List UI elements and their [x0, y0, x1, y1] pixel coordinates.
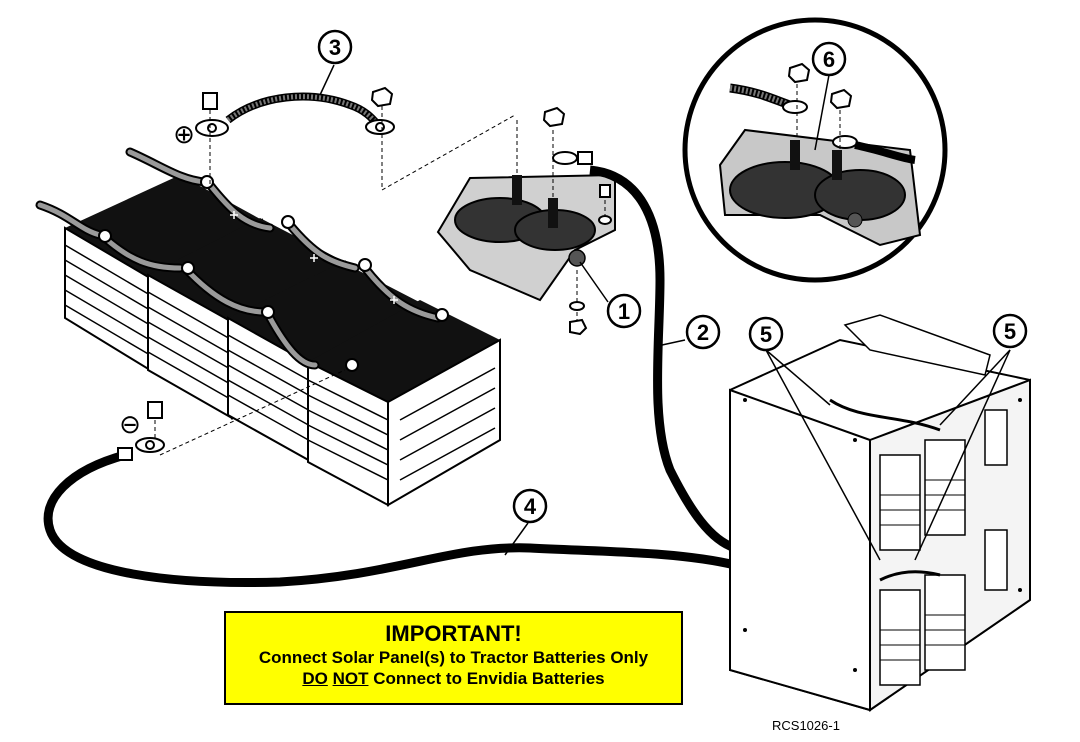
- callout-5-left: 5: [748, 316, 784, 352]
- important-line-1: Connect Solar Panel(s) to Tractor Batter…: [258, 648, 649, 667]
- battery-4: [307, 300, 501, 507]
- figure-id: RCS1026-1: [772, 718, 840, 733]
- callout-1-label: 1: [618, 299, 630, 324]
- negative-lead-cable: [43, 369, 737, 587]
- callout-3: 3: [317, 29, 353, 65]
- important-line-2-rest: Connect to Envidia Batteries: [373, 669, 605, 688]
- callout-2-label: 2: [697, 320, 709, 345]
- callout-3-label: 3: [329, 35, 341, 60]
- negative-symbol: ⊖: [119, 410, 141, 440]
- callout-6: 6: [811, 41, 847, 77]
- callout-5-right-label: 5: [1004, 319, 1016, 344]
- callout-6-label: 6: [823, 47, 835, 72]
- positive-lead-cable: [195, 86, 516, 191]
- callout-5-right: 5: [992, 313, 1028, 349]
- callout-4: 4: [512, 488, 548, 524]
- solar-lead-cable: [552, 151, 737, 553]
- callout-5-left-label: 5: [760, 322, 772, 347]
- callout-1: 1: [606, 293, 642, 329]
- terminal-block-plate: [436, 106, 616, 336]
- envidia-battery-cabinet: [729, 314, 1031, 712]
- important-notice: IMPORTANT! Connect Solar Panel(s) to Tra…: [224, 611, 683, 705]
- important-title: IMPORTANT!: [385, 621, 522, 646]
- tractor-battery-bank: [35, 147, 501, 507]
- important-line-2: DO NOT Connect to Envidia Batteries: [226, 668, 681, 689]
- important-do: DO: [302, 669, 328, 688]
- callout-2: 2: [685, 314, 721, 350]
- positive-symbol: ⊕: [173, 120, 195, 150]
- callout-leaders: [319, 64, 1011, 561]
- callout-4-label: 4: [524, 494, 537, 519]
- important-not: NOT: [332, 669, 369, 688]
